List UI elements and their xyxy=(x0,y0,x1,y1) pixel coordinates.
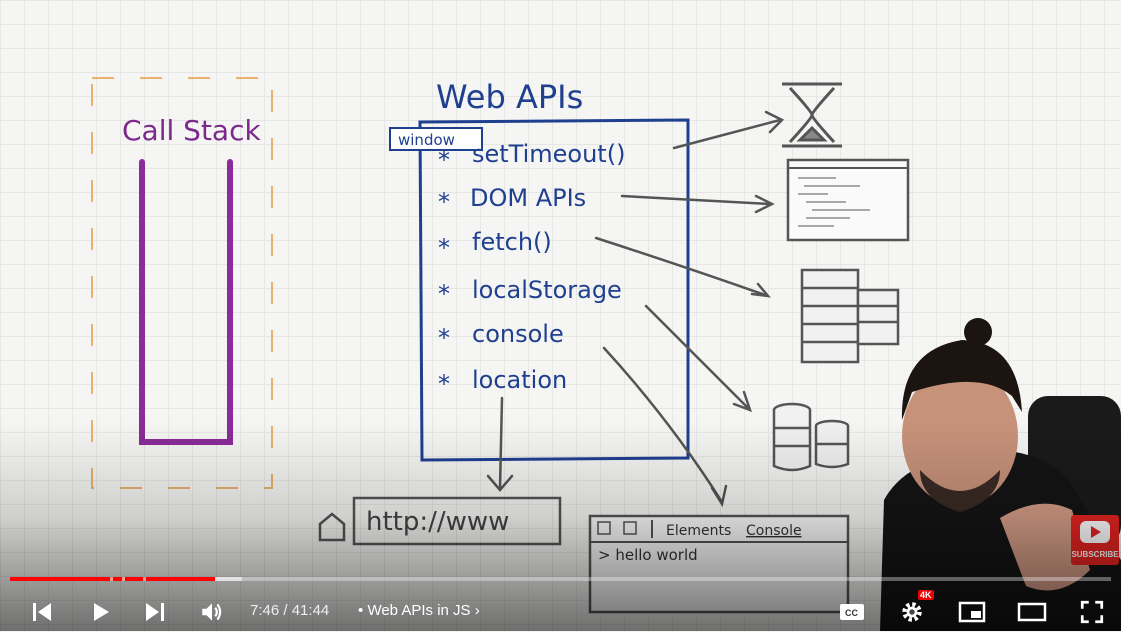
devtools-tab-elements: Elements xyxy=(666,523,731,539)
api-list: * setTimeout() * DOM APIs * fetch() * lo… xyxy=(438,140,625,398)
duration: 41:44 xyxy=(291,602,330,619)
settings-icon xyxy=(902,602,922,622)
chapter-title: Web APIs in JS xyxy=(367,602,471,619)
player-controls: 7:46 / 41:44 • Web APIs in JS › CC 4K xyxy=(0,590,1121,632)
call-stack-container xyxy=(139,159,233,445)
hourglass-icon xyxy=(782,82,842,148)
fullscreen-button[interactable] xyxy=(1072,592,1112,632)
next-button[interactable] xyxy=(135,592,175,632)
console-output: > hello world xyxy=(598,546,698,564)
youtube-logo-icon xyxy=(1080,521,1110,543)
miniplayer-button[interactable] xyxy=(952,592,992,632)
home-icon xyxy=(318,512,346,542)
presenter-image xyxy=(880,318,1121,631)
time-separator: / xyxy=(283,602,288,619)
subscribe-label: SUBSCRIBE xyxy=(1071,550,1119,559)
url-text: http://www xyxy=(366,507,509,537)
svg-text:*: * xyxy=(438,188,450,216)
api-settimeout: setTimeout() xyxy=(472,140,625,168)
play-button[interactable] xyxy=(80,592,120,632)
chapter-marker xyxy=(143,577,146,581)
next-icon xyxy=(146,603,164,621)
svg-text:*: * xyxy=(438,324,450,352)
api-location: location xyxy=(472,366,567,394)
api-console: console xyxy=(472,320,564,348)
svg-text:CC: CC xyxy=(845,608,858,618)
theater-button[interactable] xyxy=(1012,592,1052,632)
quality-badge: 4K xyxy=(918,590,934,600)
miniplayer-icon xyxy=(958,601,986,623)
api-dom: DOM APIs xyxy=(470,184,586,212)
chapter-button[interactable]: • Web APIs in JS › xyxy=(358,602,480,619)
chapter-marker xyxy=(122,577,125,581)
svg-text:*: * xyxy=(438,370,450,398)
captions-icon: CC xyxy=(840,604,864,620)
window-label: window xyxy=(398,131,455,149)
play-icon xyxy=(94,603,109,621)
svg-text:*: * xyxy=(438,234,450,262)
call-stack-title: Call Stack xyxy=(122,114,261,147)
volume-button[interactable] xyxy=(192,592,232,632)
svg-text:*: * xyxy=(438,280,450,308)
time-display: 7:46 / 41:44 xyxy=(250,602,329,619)
svg-text:*: * xyxy=(438,146,450,174)
current-time: 7:46 xyxy=(250,602,280,619)
subscribe-button[interactable]: SUBSCRIBE xyxy=(1071,515,1119,565)
window-label-box xyxy=(389,127,483,151)
settings-button[interactable]: 4K xyxy=(892,590,934,632)
dom-document-icon xyxy=(786,158,910,242)
chapter-marker xyxy=(110,577,113,581)
api-localstorage: localStorage xyxy=(472,276,622,304)
volume-icon xyxy=(202,603,222,621)
theater-icon xyxy=(1017,602,1047,622)
api-fetch: fetch() xyxy=(472,228,552,256)
fullscreen-icon xyxy=(1080,600,1104,624)
chapter-bullet: • xyxy=(358,602,364,619)
previous-button[interactable] xyxy=(22,592,62,632)
database-icon xyxy=(772,402,850,472)
previous-icon xyxy=(33,603,51,621)
progress-bar[interactable] xyxy=(10,577,1111,581)
web-apis-title: Web APIs xyxy=(436,78,583,116)
chevron-right-icon: › xyxy=(474,602,480,619)
captions-button[interactable]: CC xyxy=(832,592,872,632)
devtools-tab-console: Console xyxy=(746,523,802,539)
server-icon xyxy=(800,268,900,364)
